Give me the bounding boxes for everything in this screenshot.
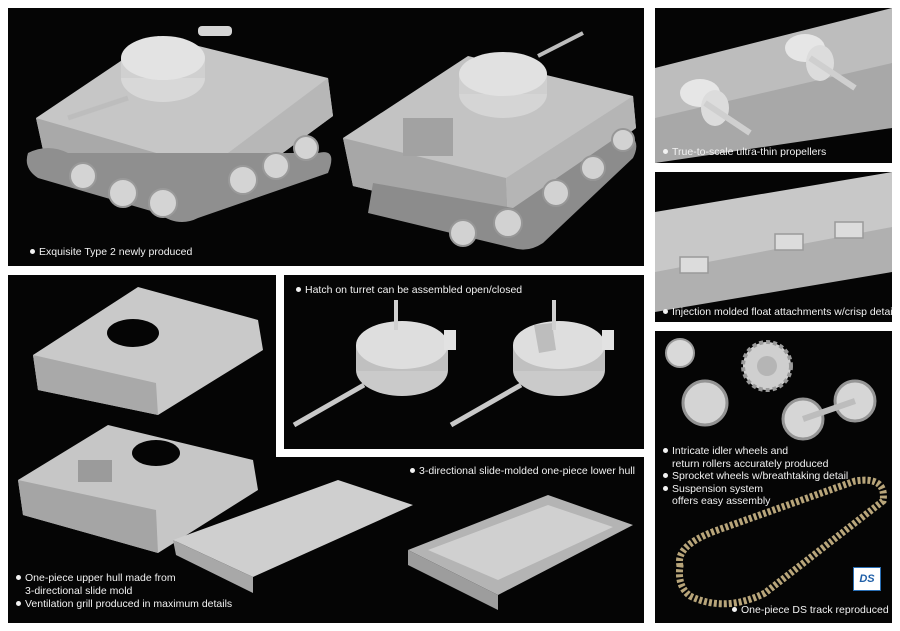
panel-propellers: True-to-scale ultra-thin propellers — [655, 8, 892, 163]
panel-type2-overview: Exquisite Type 2 newly produced — [8, 8, 644, 266]
panel-turret-hatch: Hatch on turret can be assembled open/cl… — [276, 275, 644, 457]
bullet-icon — [663, 473, 668, 478]
bullet-icon — [296, 287, 301, 292]
caption-type2: Exquisite Type 2 newly produced — [30, 246, 192, 259]
bullet-icon — [16, 601, 21, 606]
caption-turret: Hatch on turret can be assembled open/cl… — [296, 284, 522, 297]
ds-track — [675, 476, 887, 608]
type2-tanks-illustration — [26, 26, 637, 250]
tank-model-left — [26, 26, 333, 222]
propeller-right — [785, 34, 857, 91]
wheels-illustration — [665, 338, 887, 608]
lower-hull-bottom — [173, 480, 413, 593]
hull-components-illustration — [18, 287, 633, 610]
propeller-left — [680, 79, 752, 136]
sprocket-wheel — [741, 340, 793, 392]
caption-track: One-piece DS track reproduced — [732, 604, 889, 617]
bullet-icon — [16, 575, 21, 580]
upper-hull-top-view — [33, 287, 263, 415]
caption-float: Injection molded float attachments w/cri… — [663, 306, 892, 319]
bullet-icon — [732, 607, 737, 612]
float-bracket — [774, 233, 804, 251]
ds-logo: DS — [853, 567, 881, 591]
float-bracket — [679, 256, 709, 274]
tank-model-right — [343, 31, 637, 250]
upper-hull-main — [18, 425, 258, 553]
turret-hatch-open — [449, 300, 614, 428]
caption-upper-hull: One-piece upper hull made from 3-directi… — [16, 572, 232, 611]
propellers-illustration — [655, 8, 892, 163]
lower-hull-tub — [408, 495, 633, 610]
panel-wheels-track: Intricate idler wheels and return roller… — [655, 331, 892, 623]
float-illustration — [655, 172, 892, 312]
panel-hull-components: Hatch on turret can be assembled open/cl… — [8, 275, 644, 623]
suspension-bogie — [781, 379, 877, 441]
float-bracket — [834, 221, 864, 239]
idler-wheel — [665, 338, 729, 427]
bullet-icon — [663, 309, 668, 314]
turret-illustration — [292, 300, 614, 428]
bullet-icon — [663, 448, 668, 453]
panel-float-attachments: Injection molded float attachments w/cri… — [655, 172, 892, 322]
bullet-icon — [663, 485, 668, 491]
bullet-icon — [663, 149, 668, 154]
caption-wheels: Intricate idler wheels and return roller… — [663, 445, 848, 508]
bullet-icon — [30, 249, 35, 254]
turret-hatch-closed — [292, 300, 456, 428]
caption-propellers: True-to-scale ultra-thin propellers — [663, 146, 826, 159]
bullet-icon — [410, 468, 415, 473]
caption-lower-hull: 3-directional slide-molded one-piece low… — [410, 465, 635, 478]
